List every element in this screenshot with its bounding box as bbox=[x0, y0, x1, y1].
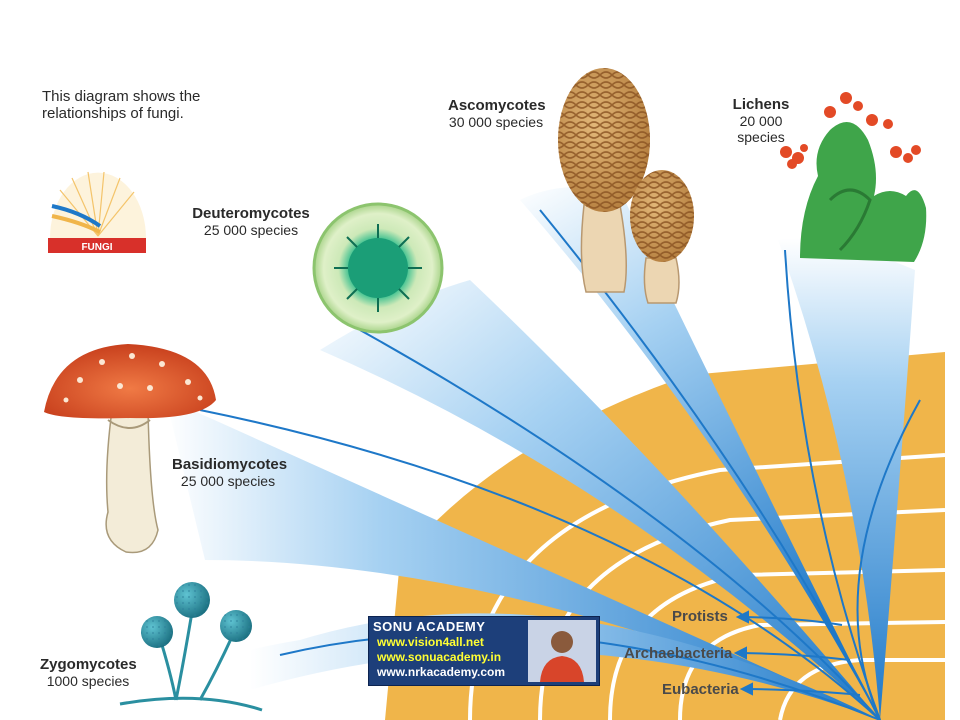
ascomycotes-count: 30 000 species bbox=[448, 114, 544, 130]
zygomycotes-illustration bbox=[120, 582, 262, 710]
lichens-name: Lichens bbox=[714, 96, 808, 113]
label-lichens: Lichens 20 000 species bbox=[714, 96, 808, 145]
basidiomycotes-name: Basidiomycotes bbox=[172, 456, 284, 473]
watermark-url-3: www.nrkacademy.com bbox=[377, 665, 505, 679]
deuteromycotes-name: Deuteromycotes bbox=[188, 205, 314, 222]
ascomycotes-name: Ascomycotes bbox=[448, 97, 544, 114]
deuteromycotes-illustration bbox=[314, 204, 442, 332]
person-photo-icon bbox=[528, 620, 596, 682]
label-zygomycotes: Zygomycotes 1000 species bbox=[40, 656, 136, 689]
label-deuteromycotes: Deuteromycotes 25 000 species bbox=[188, 205, 314, 238]
watermark-photo bbox=[528, 620, 596, 682]
zygomycotes-name: Zygomycotes bbox=[40, 656, 136, 673]
watermark-url-2: www.sonuacademy.in bbox=[377, 650, 501, 664]
zygomycotes-count: 1000 species bbox=[40, 673, 136, 689]
intro-line-2: relationships of fungi. bbox=[42, 105, 262, 122]
basidiomycotes-count: 25 000 species bbox=[172, 473, 284, 489]
intro-line-1: This diagram shows the bbox=[42, 88, 262, 105]
kingdom-eubacteria: Eubacteria bbox=[662, 681, 739, 698]
watermark-banner: SONU ACADEMY www.vision4all.net www.sonu… bbox=[368, 616, 600, 686]
kingdom-protists: Protists bbox=[672, 608, 728, 625]
label-basidiomycotes: Basidiomycotes 25 000 species bbox=[172, 456, 284, 489]
watermark-url-1: www.vision4all.net bbox=[377, 635, 484, 649]
fungi-logo-label: FUNGI bbox=[81, 242, 112, 253]
watermark-title: SONU ACADEMY bbox=[373, 619, 485, 634]
lichens-count: 20 000 species bbox=[714, 113, 808, 145]
kingdom-archaebacteria: Archaebacteria bbox=[624, 645, 732, 662]
fungi-logo bbox=[48, 172, 146, 253]
intro-caption: This diagram shows the relationships of … bbox=[42, 88, 262, 123]
label-ascomycotes: Ascomycotes 30 000 species bbox=[448, 97, 544, 130]
deuteromycotes-count: 25 000 species bbox=[188, 222, 314, 238]
